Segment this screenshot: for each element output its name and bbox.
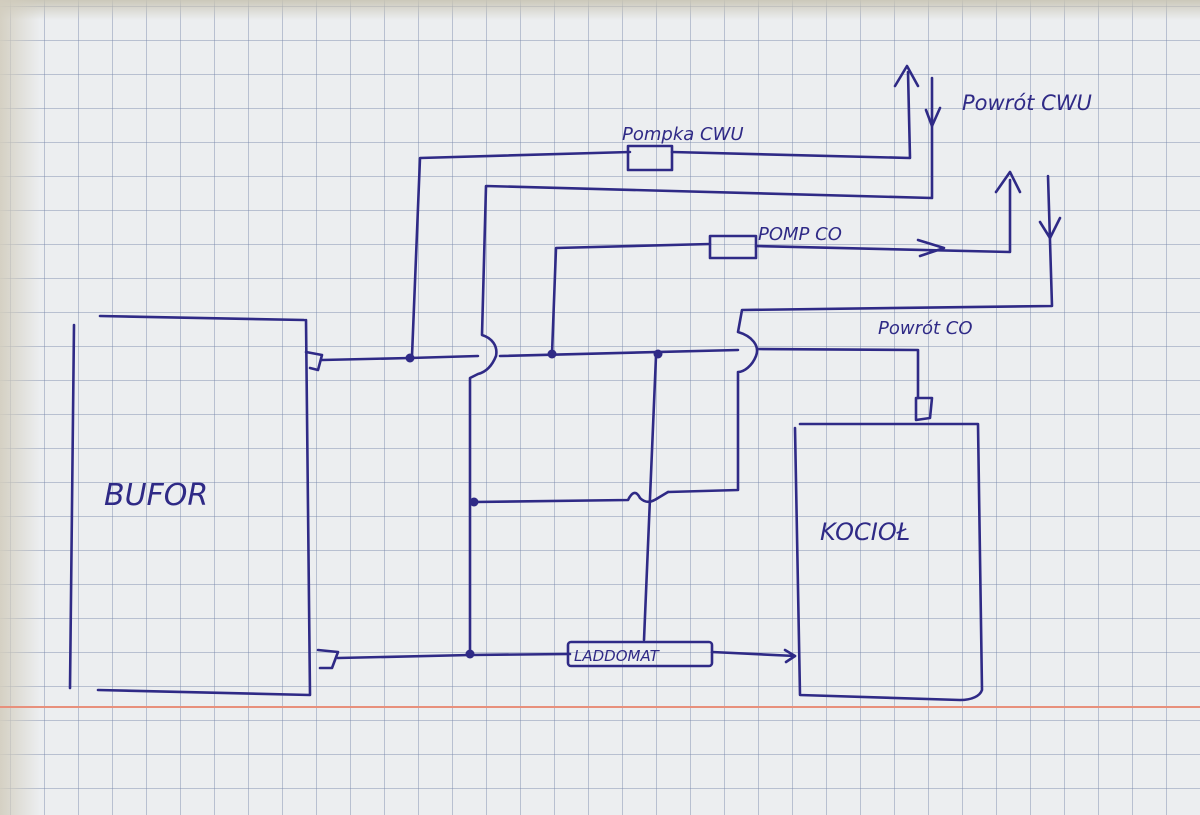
cwu-return-pipe	[468, 76, 934, 658]
powrot-cwu-label: Powrót CWU	[962, 91, 1092, 115]
junction-dot	[469, 497, 479, 507]
powrot-co-label: Powrót CO	[878, 318, 973, 339]
cwu-supply-arrow	[893, 64, 920, 88]
bufor-label: BUFOR	[104, 478, 208, 513]
page-left-edge	[0, 0, 40, 815]
bottom-return-line	[336, 650, 797, 660]
bufor-tank	[68, 314, 312, 697]
pomp-co-pump	[708, 234, 758, 260]
page-top-edge	[0, 0, 1200, 20]
pomp-co-label: POMP CO	[758, 224, 842, 245]
kociol-top-connector	[914, 396, 934, 422]
junction-dot	[465, 649, 475, 659]
pompka-cwu-label: Pompka CWU	[622, 124, 744, 145]
kociol-boiler	[793, 422, 984, 702]
pompka-cwu-pump	[626, 144, 674, 172]
co-return-arrow	[1038, 216, 1062, 240]
cwu-supply-pipe	[410, 70, 912, 358]
laddomat-arrow	[783, 648, 797, 664]
bufor-inlet-stub	[316, 648, 340, 670]
co-supply-arrow	[994, 170, 1022, 194]
kociol-label: KOCIOŁ	[820, 518, 910, 546]
cwu-return-arrow	[924, 106, 942, 128]
laddomat-valve	[566, 640, 714, 668]
laddomat-label: LADDOMAT	[574, 647, 661, 665]
bypass-horizontal	[472, 490, 670, 504]
margin-line	[0, 706, 1200, 708]
junction-dot	[547, 349, 557, 359]
co-supply-pipe	[550, 178, 1012, 356]
co-flow-arrow	[916, 238, 946, 258]
co-return-pipe	[666, 174, 1054, 494]
junction-dot	[653, 349, 663, 359]
bufor-outlet-stub	[304, 350, 324, 372]
junction-dot	[405, 353, 415, 363]
bypass-vertical	[642, 354, 658, 642]
